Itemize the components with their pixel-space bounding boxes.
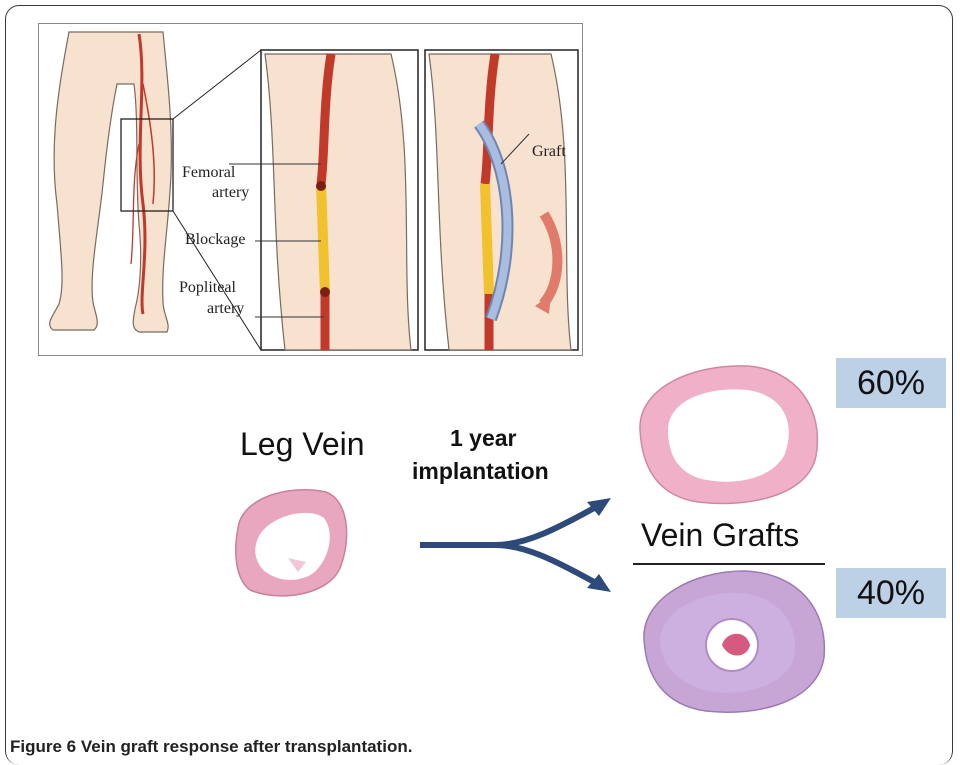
graft-histology-narrowed [630, 565, 835, 720]
leg-vein-histology [228, 478, 358, 608]
arrow-label-line-2: implantation [412, 458, 549, 485]
label-femoral-1: Femoral [182, 163, 235, 182]
zoom-panel-graft [425, 50, 578, 350]
bypass-illustration: Femoral artery Blockage Popliteal artery… [38, 23, 583, 356]
pct-bottom-badge: 40% [836, 568, 946, 618]
label-graft: Graft [532, 142, 566, 161]
pct-top-badge: 60% [836, 358, 946, 408]
label-popliteal-2: artery [207, 299, 244, 318]
branching-arrow [415, 490, 625, 610]
vein-grafts-label: Vein Grafts [641, 517, 799, 554]
label-blockage: Blockage [185, 230, 245, 249]
leg-vein-label: Leg Vein [240, 426, 365, 463]
graft-histology-open [628, 360, 828, 510]
label-femoral-2: artery [212, 183, 249, 202]
label-popliteal-1: Popliteal [179, 278, 236, 297]
caption-label: Figure 6 [10, 737, 76, 756]
arrow-label-line-1: 1 year [450, 425, 517, 452]
caption-text: Vein graft response after transplantatio… [81, 737, 413, 756]
figure-caption: Figure 6 Vein graft response after trans… [10, 737, 412, 757]
leg-illustration-svg [39, 24, 584, 357]
full-leg-drawing [50, 32, 173, 332]
